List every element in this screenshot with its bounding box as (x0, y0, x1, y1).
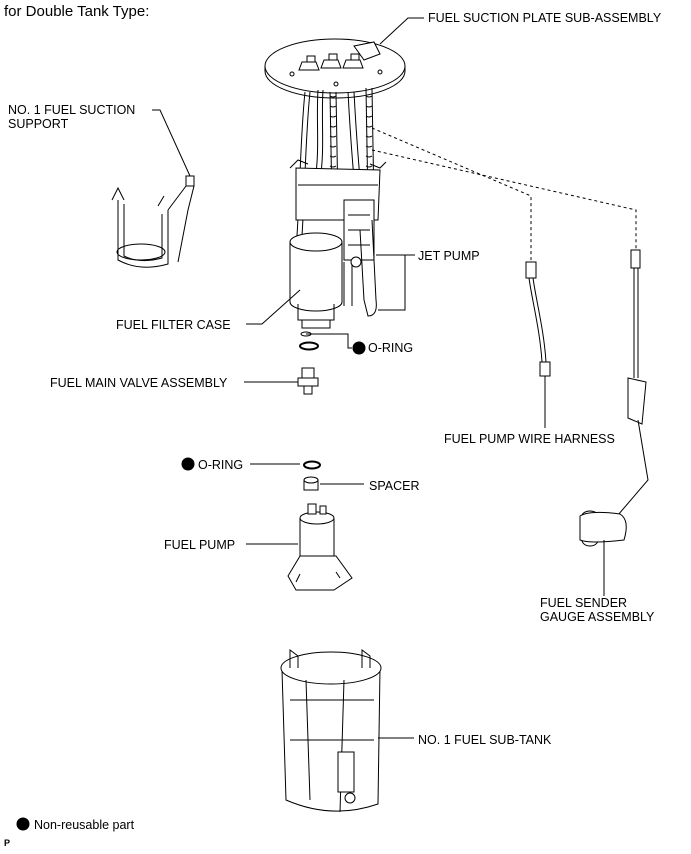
small-ring-upper (300, 331, 312, 337)
diagram-title: for Double Tank Type: (4, 3, 150, 20)
fuel-pump-module-drawing (289, 159, 387, 329)
jet-pump-leader (376, 254, 406, 311)
label-no1-fuel-sub-tank: NO. 1 FUEL SUB-TANK (418, 733, 552, 747)
label-o-ring-lower: O-RING (198, 458, 244, 472)
dashed-guide-lines (371, 127, 637, 262)
suction-support-leader (152, 109, 191, 177)
filter-case-leader (246, 289, 301, 325)
o-ring-upper-leader (306, 333, 352, 349)
label-fuel-pump: FUEL PUMP (164, 538, 236, 552)
fuel-suction-plate-drawing (264, 38, 406, 99)
label-no1-fuel-suction-support: NO. 1 FUEL SUCTION SUPPORT (8, 103, 136, 131)
label-fuel-pump-wire-harness: FUEL PUMP WIRE HARNESS (444, 432, 615, 446)
label-spacer: SPACER (369, 479, 420, 493)
o-ring-upper-drawing (299, 341, 319, 351)
fuel-sub-tank-drawing (280, 649, 382, 813)
label-jet-pump: JET PUMP (418, 249, 480, 263)
figure-code-mark: P (4, 838, 11, 848)
non-reusable-dot-lower (181, 457, 195, 471)
fuel-pump-wire-harness-drawing (525, 261, 551, 428)
label-fuel-filter-case: FUEL FILTER CASE (116, 318, 231, 332)
label-o-ring-upper: O-RING (368, 341, 414, 355)
label-fuel-sender-gauge-assembly: FUEL SENDER GAUGE ASSEMBLY (540, 596, 655, 624)
non-reusable-dot-upper (352, 341, 366, 355)
legend-non-reusable-label: Non-reusable part (34, 818, 135, 832)
spacer-drawing (303, 476, 319, 491)
o-ring-lower-drawing (303, 460, 321, 470)
legend-dot-icon (16, 817, 30, 831)
label-fuel-suction-plate: FUEL SUCTION PLATE SUB-ASSEMBLY (428, 11, 662, 25)
fuel-sender-gauge-drawing (579, 249, 649, 596)
label-fuel-main-valve-assembly: FUEL MAIN VALVE ASSEMBLY (50, 376, 228, 390)
fuel-suction-support-drawing (111, 175, 195, 268)
suction-plate-leader (379, 17, 424, 45)
fuel-pump-drawing (287, 503, 353, 591)
fuel-main-valve-drawing (297, 367, 319, 395)
